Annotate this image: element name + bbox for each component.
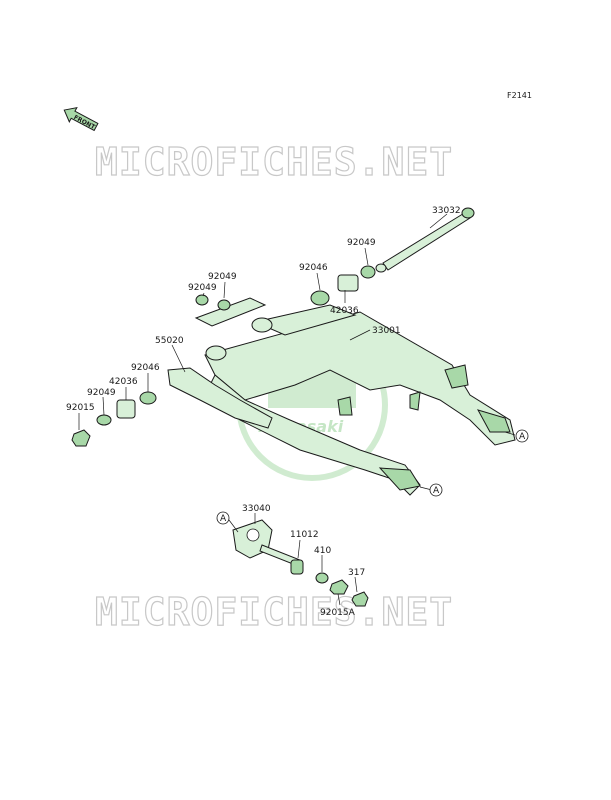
ref-marker-a-adjuster: A	[216, 511, 230, 525]
label-92049-a: 92049	[208, 272, 237, 282]
label-33040: 33040	[242, 504, 271, 514]
label-92015A: 92015A	[320, 608, 356, 618]
label-33001: 33001	[372, 326, 401, 336]
svg-text:A: A	[220, 514, 227, 524]
label-317: 317	[348, 568, 365, 578]
label-92049-b: 92049	[188, 283, 217, 293]
pivot-shaft	[375, 207, 475, 273]
label-92049-top: 92049	[347, 238, 376, 248]
ref-marker-a-bottom: A	[429, 483, 443, 497]
label-42036-left: 42036	[109, 377, 138, 387]
svg-text:A: A	[519, 432, 526, 442]
label-92015: 92015	[66, 403, 95, 413]
label-410: 410	[314, 546, 331, 556]
label-55020: 55020	[155, 336, 184, 346]
leader-lines	[78, 213, 516, 606]
label-92046-top: 92046	[299, 263, 328, 273]
swing-arm	[204, 304, 516, 496]
top-left-washers	[194, 294, 267, 327]
watermark-top: MICROFICHES.NET	[95, 140, 453, 184]
top-bushing-stack	[310, 265, 376, 306]
label-42036-top: 42036	[330, 306, 359, 316]
label-33032: 33032	[432, 206, 461, 216]
front-arrow-icon: FRONT	[63, 107, 99, 131]
label-11012: 11012	[290, 530, 319, 540]
svg-text:A: A	[433, 486, 440, 496]
figure-code: F2141	[507, 91, 532, 100]
label-92049-left: 92049	[87, 388, 116, 398]
chain-adjuster	[232, 519, 369, 607]
chain-guide	[167, 367, 273, 429]
watermark-bottom: MICROFICHES.NET	[95, 590, 453, 634]
left-bushing-stack	[71, 391, 157, 447]
ref-marker-a-right: A	[515, 429, 529, 443]
label-92046-left: 92046	[131, 363, 160, 373]
